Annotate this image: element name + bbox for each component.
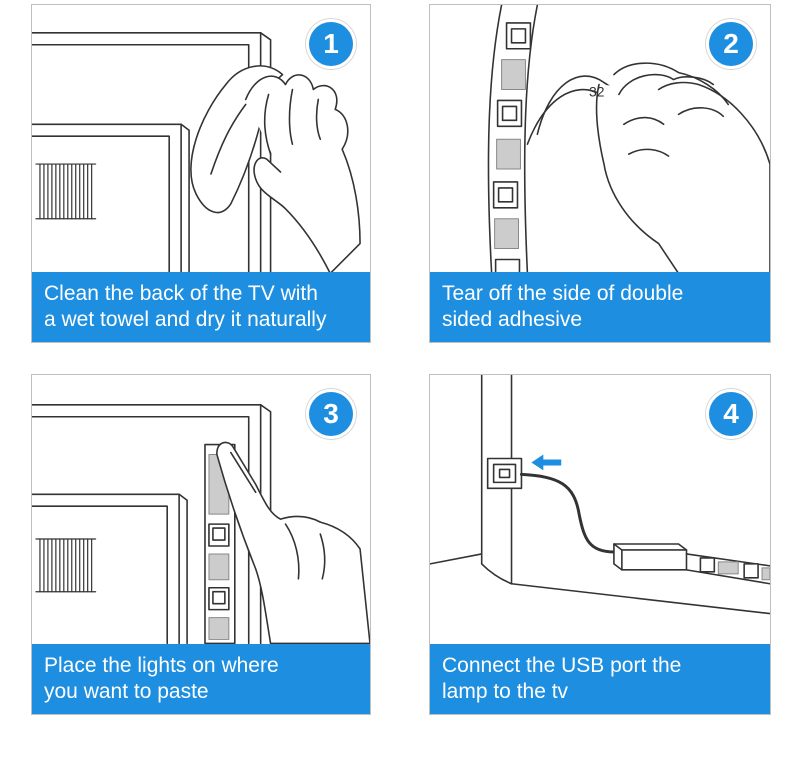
step-caption: Tear off the side of double sided adhesi… (430, 272, 770, 342)
caption-line-1: Tear off the side of double (442, 282, 684, 305)
step-number-badge: 4 (709, 392, 753, 436)
step-caption: Clean the back of the TV with a wet towe… (32, 272, 370, 342)
step-caption: Place the lights on where you want to pa… (32, 644, 370, 714)
step-1-panel: 1 Clean the back of the TV with a wet to… (31, 4, 371, 343)
caption-line-1: Clean the back of the TV with (44, 282, 318, 305)
caption-line-2: sided adhesive (442, 308, 583, 331)
caption-line-2: a wet towel and dry it naturally (44, 308, 327, 331)
step-2-panel: 32 2 Tear off the side of double sided a… (429, 4, 771, 343)
step-3-panel: 3 Place the lights on where you want to … (31, 374, 371, 715)
caption-line-1: Place the lights on where (44, 654, 279, 677)
place-lights-illustration (32, 404, 370, 645)
strip-label-32: 32 (589, 83, 605, 99)
connect-usb-illustration (430, 375, 770, 615)
step-4-panel: 4 Connect the USB port the lamp to the t… (429, 374, 771, 715)
clean-tv-illustration (32, 32, 361, 275)
step-number-badge: 2 (709, 22, 753, 66)
caption-line-2: lamp to the tv (442, 680, 569, 703)
caption-line-1: Connect the USB port the (442, 654, 682, 677)
step-number-badge: 1 (309, 22, 353, 66)
step-caption: Connect the USB port the lamp to the tv (430, 644, 770, 714)
peel-adhesive-illustration: 32 (487, 5, 770, 281)
caption-line-2: you want to paste (44, 680, 209, 703)
step-number-badge: 3 (309, 392, 353, 436)
